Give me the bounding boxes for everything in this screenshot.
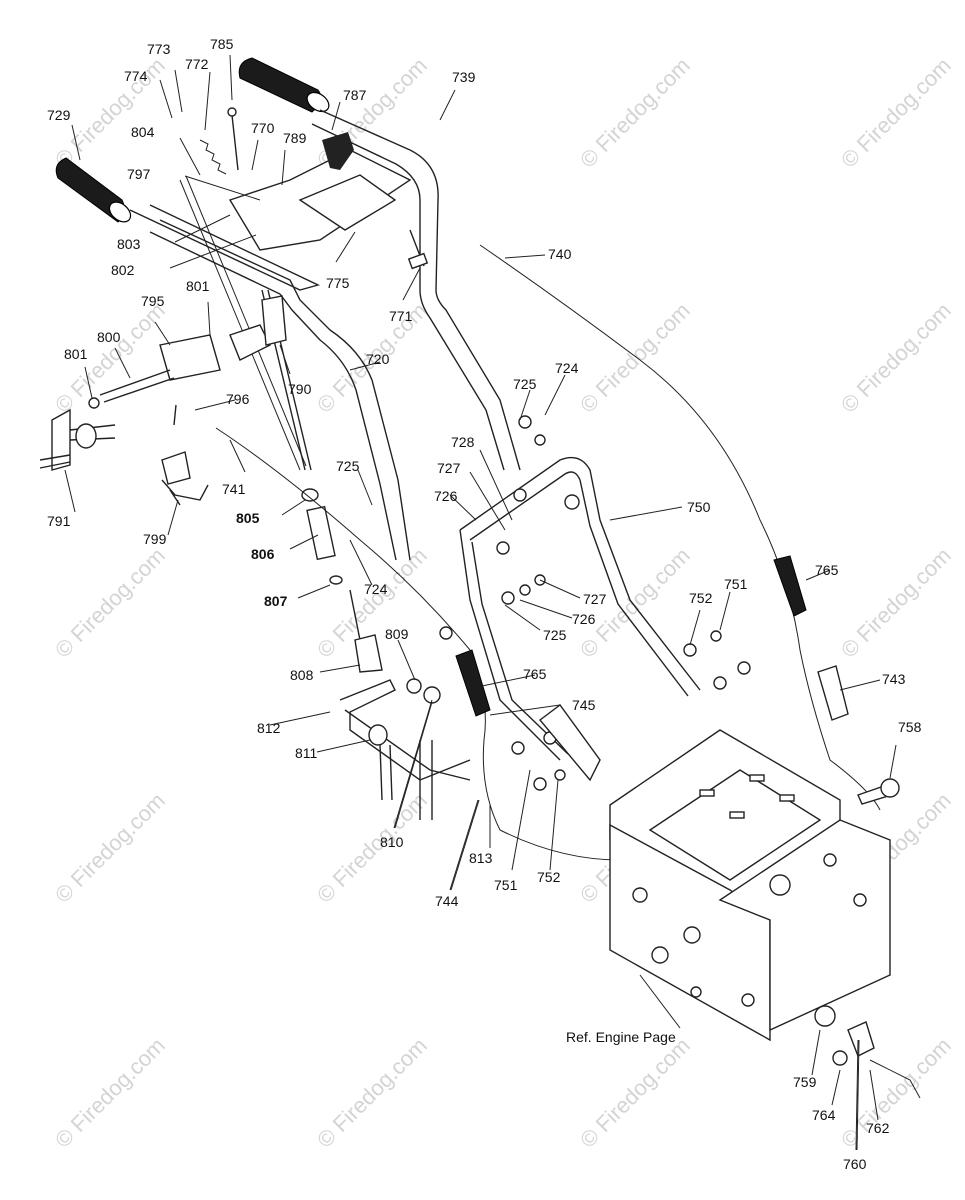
part-label: 745 xyxy=(572,697,596,713)
part-label: 796 xyxy=(226,391,250,407)
part-label: 790 xyxy=(288,381,312,397)
control-cable-upper xyxy=(479,244,881,811)
part-label: 740 xyxy=(548,246,572,262)
part-label: 770 xyxy=(251,120,275,136)
part-label: 787 xyxy=(343,87,367,103)
part-label: 805 xyxy=(236,510,260,526)
part-label: 765 xyxy=(815,562,839,578)
part-label: 751 xyxy=(724,576,748,592)
part-label: 808 xyxy=(290,667,314,683)
part-label: 801 xyxy=(64,346,88,362)
part-label: 758 xyxy=(898,719,922,735)
upper-handle-bar xyxy=(129,109,521,561)
part-label: 743 xyxy=(882,671,906,687)
part-label: 810 xyxy=(380,834,404,850)
cable-grip-right xyxy=(773,555,807,617)
part-label: 751 xyxy=(494,877,518,893)
lower-handle-frame xyxy=(439,415,751,791)
engine-mounting-plates xyxy=(609,729,891,1042)
leader-lines xyxy=(64,54,897,1151)
lower-linkage xyxy=(301,488,471,820)
part-label: 724 xyxy=(555,360,579,376)
shift-bracket xyxy=(199,107,429,270)
part-label: 741 xyxy=(222,481,246,497)
part-label: 774 xyxy=(124,68,148,84)
part-label: 750 xyxy=(687,499,711,515)
part-label: 765 xyxy=(523,666,547,682)
part-label: 809 xyxy=(385,626,409,642)
reference-note: Ref. Engine Page xyxy=(566,1029,676,1045)
part-label: 764 xyxy=(812,1107,836,1123)
part-label: 728 xyxy=(451,434,475,450)
part-label: 800 xyxy=(97,329,121,345)
part-label: 797 xyxy=(127,166,151,182)
part-label: 727 xyxy=(437,460,461,476)
cable-grip-left xyxy=(455,649,491,717)
part-label: 725 xyxy=(543,627,567,643)
part-label: 729 xyxy=(47,107,71,123)
part-label: 739 xyxy=(452,69,476,85)
part-label: 807 xyxy=(264,593,288,609)
left-handle-grip xyxy=(55,157,132,223)
part-label: 720 xyxy=(366,351,390,367)
part-label: 801 xyxy=(186,278,210,294)
part-label: 752 xyxy=(537,869,561,885)
part-label: 799 xyxy=(143,531,167,547)
part-label: 744 xyxy=(435,893,459,909)
part-label: 806 xyxy=(251,546,275,562)
part-label: 727 xyxy=(583,591,607,607)
part-label: 771 xyxy=(389,308,413,324)
part-label: 762 xyxy=(866,1120,890,1136)
part-label: 725 xyxy=(336,458,360,474)
part-label: 773 xyxy=(147,41,171,57)
cable-anchor xyxy=(814,1005,836,1027)
part-label: 791 xyxy=(47,513,71,529)
part-label: 811 xyxy=(295,745,318,761)
part-label: 775 xyxy=(326,275,350,291)
part-label: 803 xyxy=(117,236,141,252)
part-label: 795 xyxy=(141,293,165,309)
part-label: 804 xyxy=(131,124,155,140)
part-label: 759 xyxy=(793,1074,817,1090)
part-label: 760 xyxy=(843,1156,867,1172)
part-label: 752 xyxy=(689,590,713,606)
right-handle-grip xyxy=(238,57,330,113)
part-label: 785 xyxy=(210,36,234,52)
control-cable-lower xyxy=(215,427,621,861)
part-label: 802 xyxy=(111,262,135,278)
part-label: 772 xyxy=(185,56,209,72)
part-label: 726 xyxy=(434,488,458,504)
part-label: 813 xyxy=(469,850,493,866)
left-linkage xyxy=(39,295,287,506)
part-label: 812 xyxy=(257,720,281,736)
part-label: 726 xyxy=(572,611,596,627)
link-bracket xyxy=(538,704,601,782)
part-label: 789 xyxy=(283,130,307,146)
part-label: 725 xyxy=(513,376,537,392)
cable-bracket xyxy=(817,665,849,721)
part-label: 724 xyxy=(364,581,388,597)
